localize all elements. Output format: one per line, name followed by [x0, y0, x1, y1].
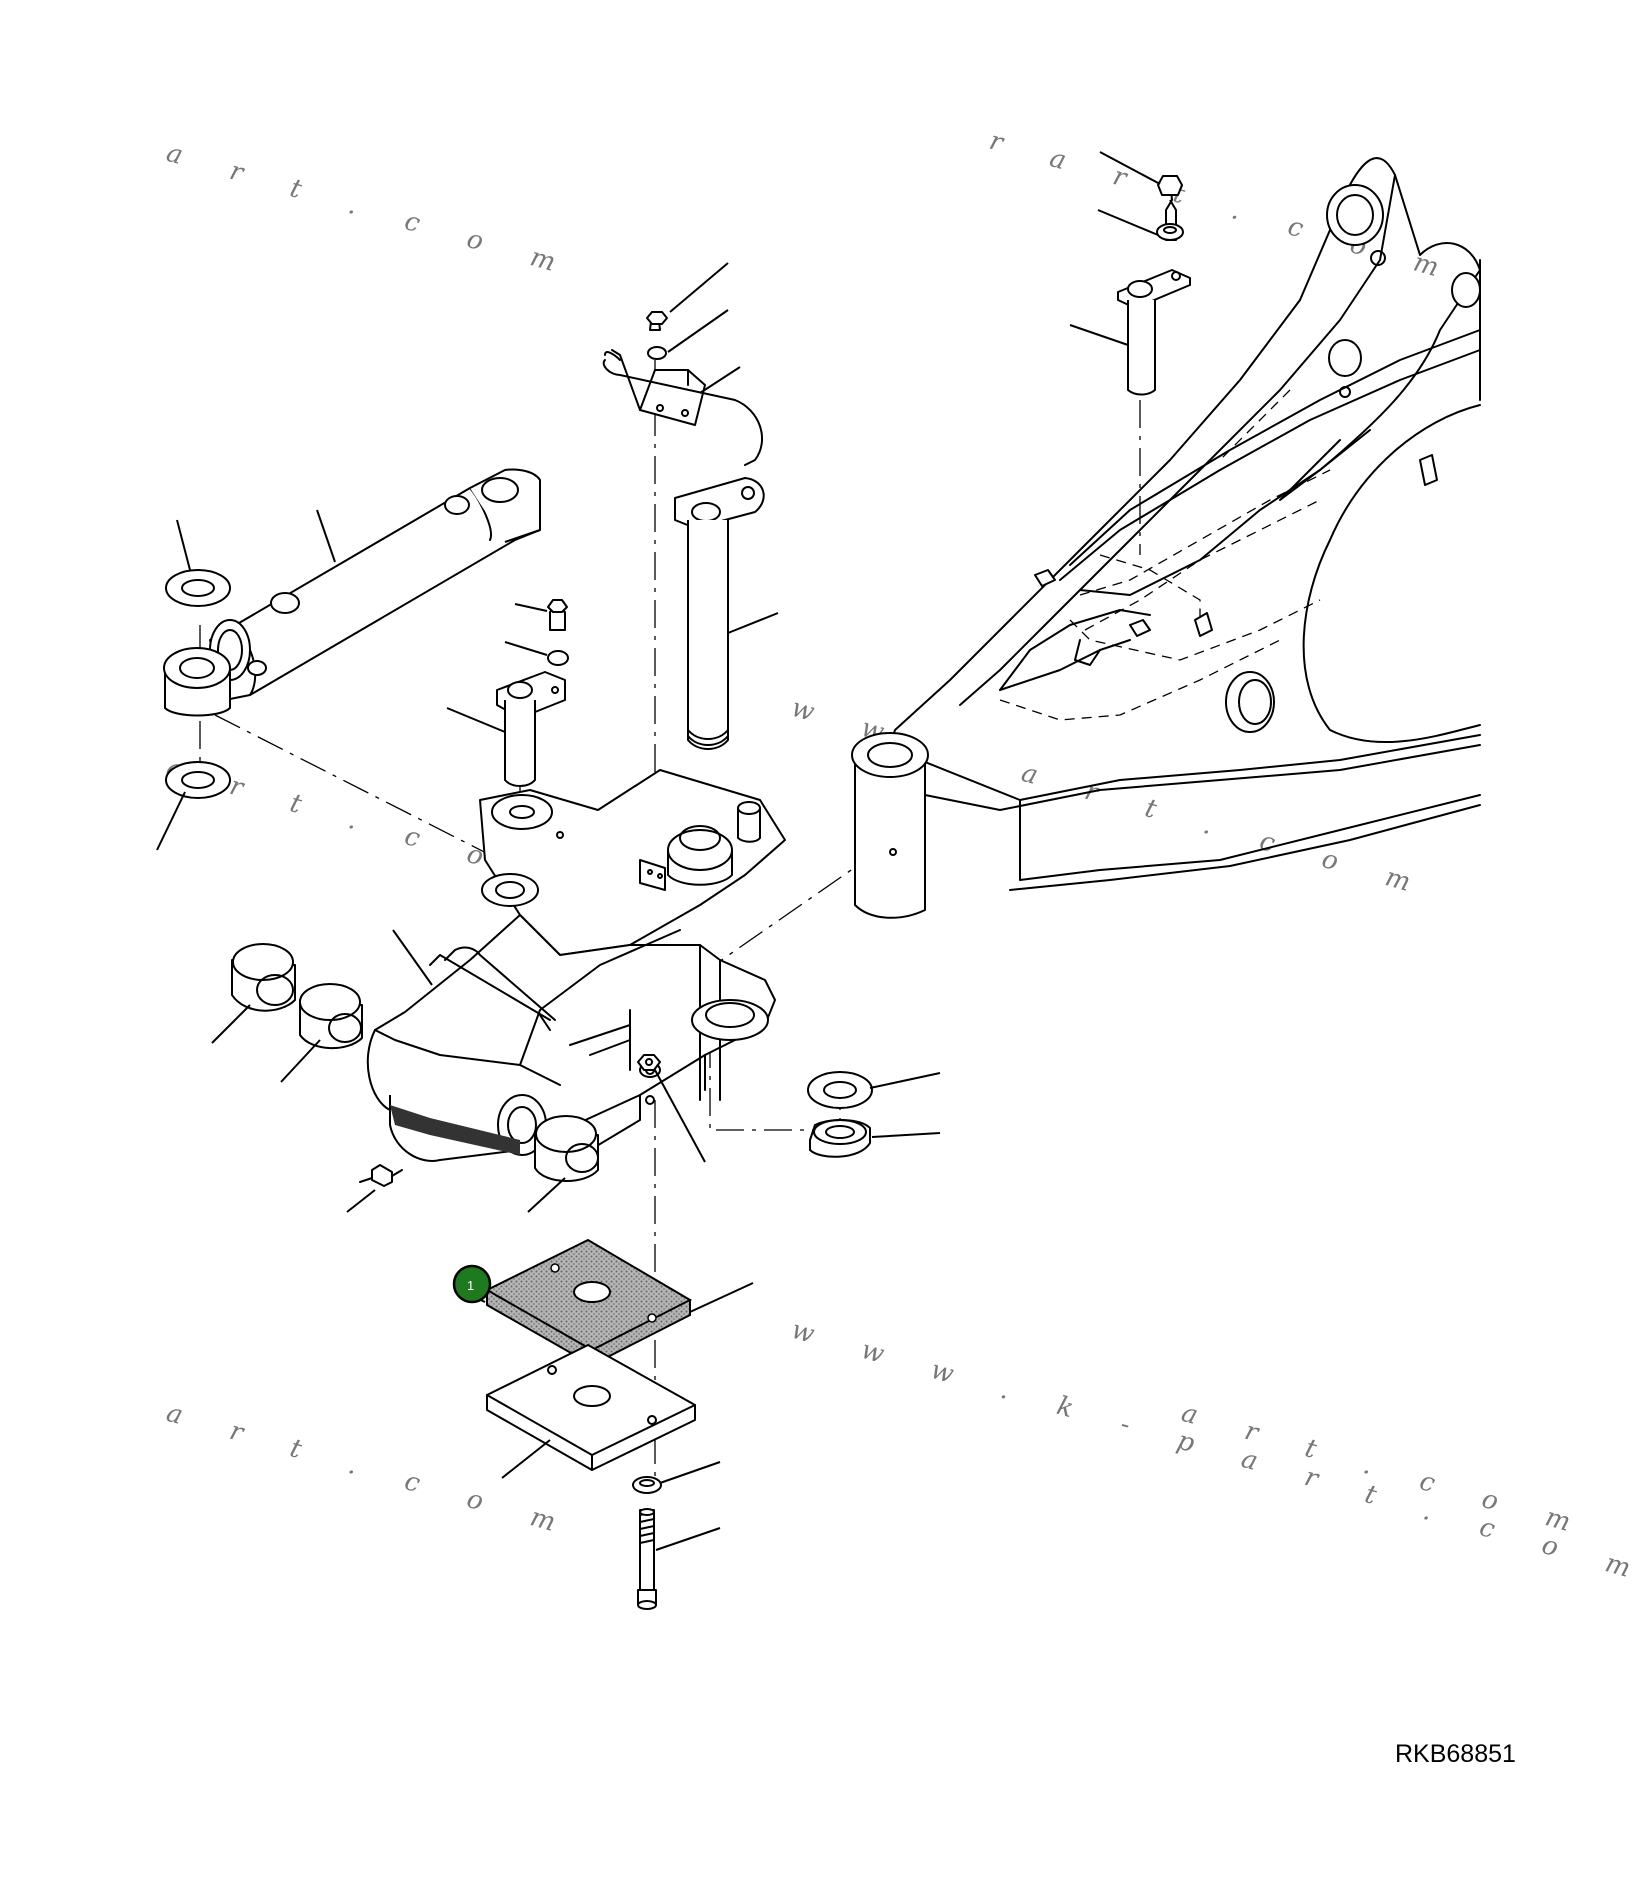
part-callout-badge[interactable]: 1: [452, 1264, 492, 1304]
boom-pin-group: [1117, 175, 1191, 396]
washer-nut-group: [807, 1071, 873, 1158]
callout-number[interactable]: 1: [467, 1278, 474, 1293]
watermark-text: r a r t . c o m: [986, 126, 1462, 289]
long-bolt-group: [632, 1476, 662, 1610]
bushing-set: [231, 943, 599, 1182]
main-pin-group: [602, 311, 765, 750]
boom-assembly: [851, 157, 1481, 919]
swing-pin-group: [496, 599, 569, 787]
lower-plate: [486, 1344, 696, 1471]
diagram-reference-code: RKB68851: [1395, 1740, 1516, 1768]
swing-bracket: [359, 769, 786, 1187]
hydraulic-cylinder: [163, 468, 541, 799]
watermark-text: w w w . k - p a r t . c o m: [788, 1315, 1649, 1590]
assembly-centerlines: [199, 360, 1141, 1480]
watermark-text: a r t . c o m: [163, 138, 579, 284]
small-bolt: [637, 1054, 661, 1071]
highlighted-plate: [484, 1238, 693, 1367]
callout-circle[interactable]: [452, 1264, 492, 1304]
leader-lines: [156, 151, 1161, 1551]
